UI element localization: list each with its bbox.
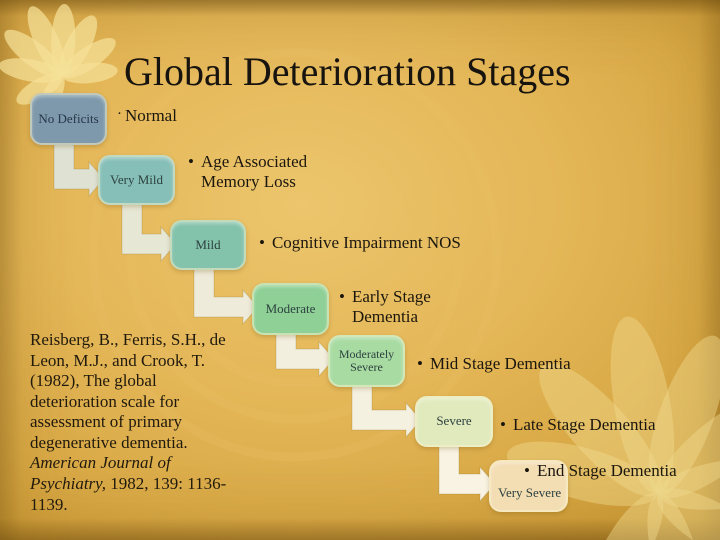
bullet-end-stage-dementia: • End Stage Dementia	[524, 461, 720, 481]
stage-box-mild: Mild	[170, 220, 246, 270]
bullet-marker: •	[188, 152, 194, 171]
bullet-text: End Stage Dementia	[536, 461, 677, 480]
bullet-early-stage-dementia: • Early Stage Dementia	[339, 287, 459, 326]
bullet-late-stage-dementia: • Late Stage Dementia	[500, 415, 720, 435]
bullet-marker: •	[417, 354, 423, 373]
citation-journal-italic: American Journal of Psychiatry,	[30, 453, 171, 493]
flower-bottom-right	[507, 316, 720, 540]
bullet-marker: •	[500, 415, 506, 434]
arrow-3	[193, 266, 259, 326]
bullet-text: Early Stage Dementia	[351, 287, 431, 326]
stage-box-severe: Severe	[415, 396, 493, 447]
stage-label: Severe	[436, 413, 472, 429]
bullet-marker: •	[339, 287, 345, 306]
citation-text: Reisberg, B., Ferris, S.H., de Leon, M.J…	[30, 330, 226, 452]
citation-block: Reisberg, B., Ferris, S.H., de Leon, M.J…	[30, 330, 234, 515]
bullet-marker: •	[259, 233, 265, 252]
arrow-2	[121, 201, 177, 263]
bullet-text: Late Stage Dementia	[512, 415, 656, 434]
bullet-text: Normal	[125, 106, 177, 125]
stage-box-moderately-severe: Moderately Severe	[328, 335, 405, 387]
stage-label: Moderate	[265, 300, 316, 316]
stage-box-very-severe: Very Severe	[489, 460, 568, 512]
stage-label: Moderately Severe	[338, 346, 395, 374]
bullet-marker: •	[524, 461, 530, 480]
arc-rings	[88, 48, 502, 462]
stage-label: No Deficits	[38, 110, 99, 126]
arrow-4	[275, 331, 335, 378]
citation-tail: 1982, 139: 1136-1139.	[30, 473, 227, 514]
bullet-text: Age Associated Memory Loss	[200, 152, 308, 191]
bullet-mid-stage-dementia: • Mid Stage Dementia	[417, 354, 647, 374]
bullet-text: Cognitive Impairment NOS	[271, 233, 461, 252]
stage-label: Mild	[195, 236, 221, 252]
bullet-text: Mid Stage Dementia	[429, 354, 571, 373]
stage-label: Very Severe	[498, 484, 562, 500]
stage-box-no-deficits: No Deficits	[30, 93, 107, 145]
page-title: Global Deterioration Stages	[124, 49, 571, 94]
bullet-marker: ·	[117, 106, 122, 122]
flower-top-left	[0, 4, 118, 116]
stage-box-very-mild: Very Mild	[98, 155, 175, 205]
arrow-6	[438, 443, 496, 503]
bullet-age-associated-memory-loss: • Age Associated Memory Loss	[188, 152, 330, 191]
stage-box-moderate: Moderate	[252, 283, 329, 335]
stage-label: Very Mild	[109, 171, 164, 187]
bullet-normal: · Normal	[117, 106, 277, 126]
arrow-5	[351, 383, 422, 439]
arrow-1	[53, 141, 105, 198]
bullet-cognitive-impairment-nos: • Cognitive Impairment NOS	[259, 233, 529, 253]
